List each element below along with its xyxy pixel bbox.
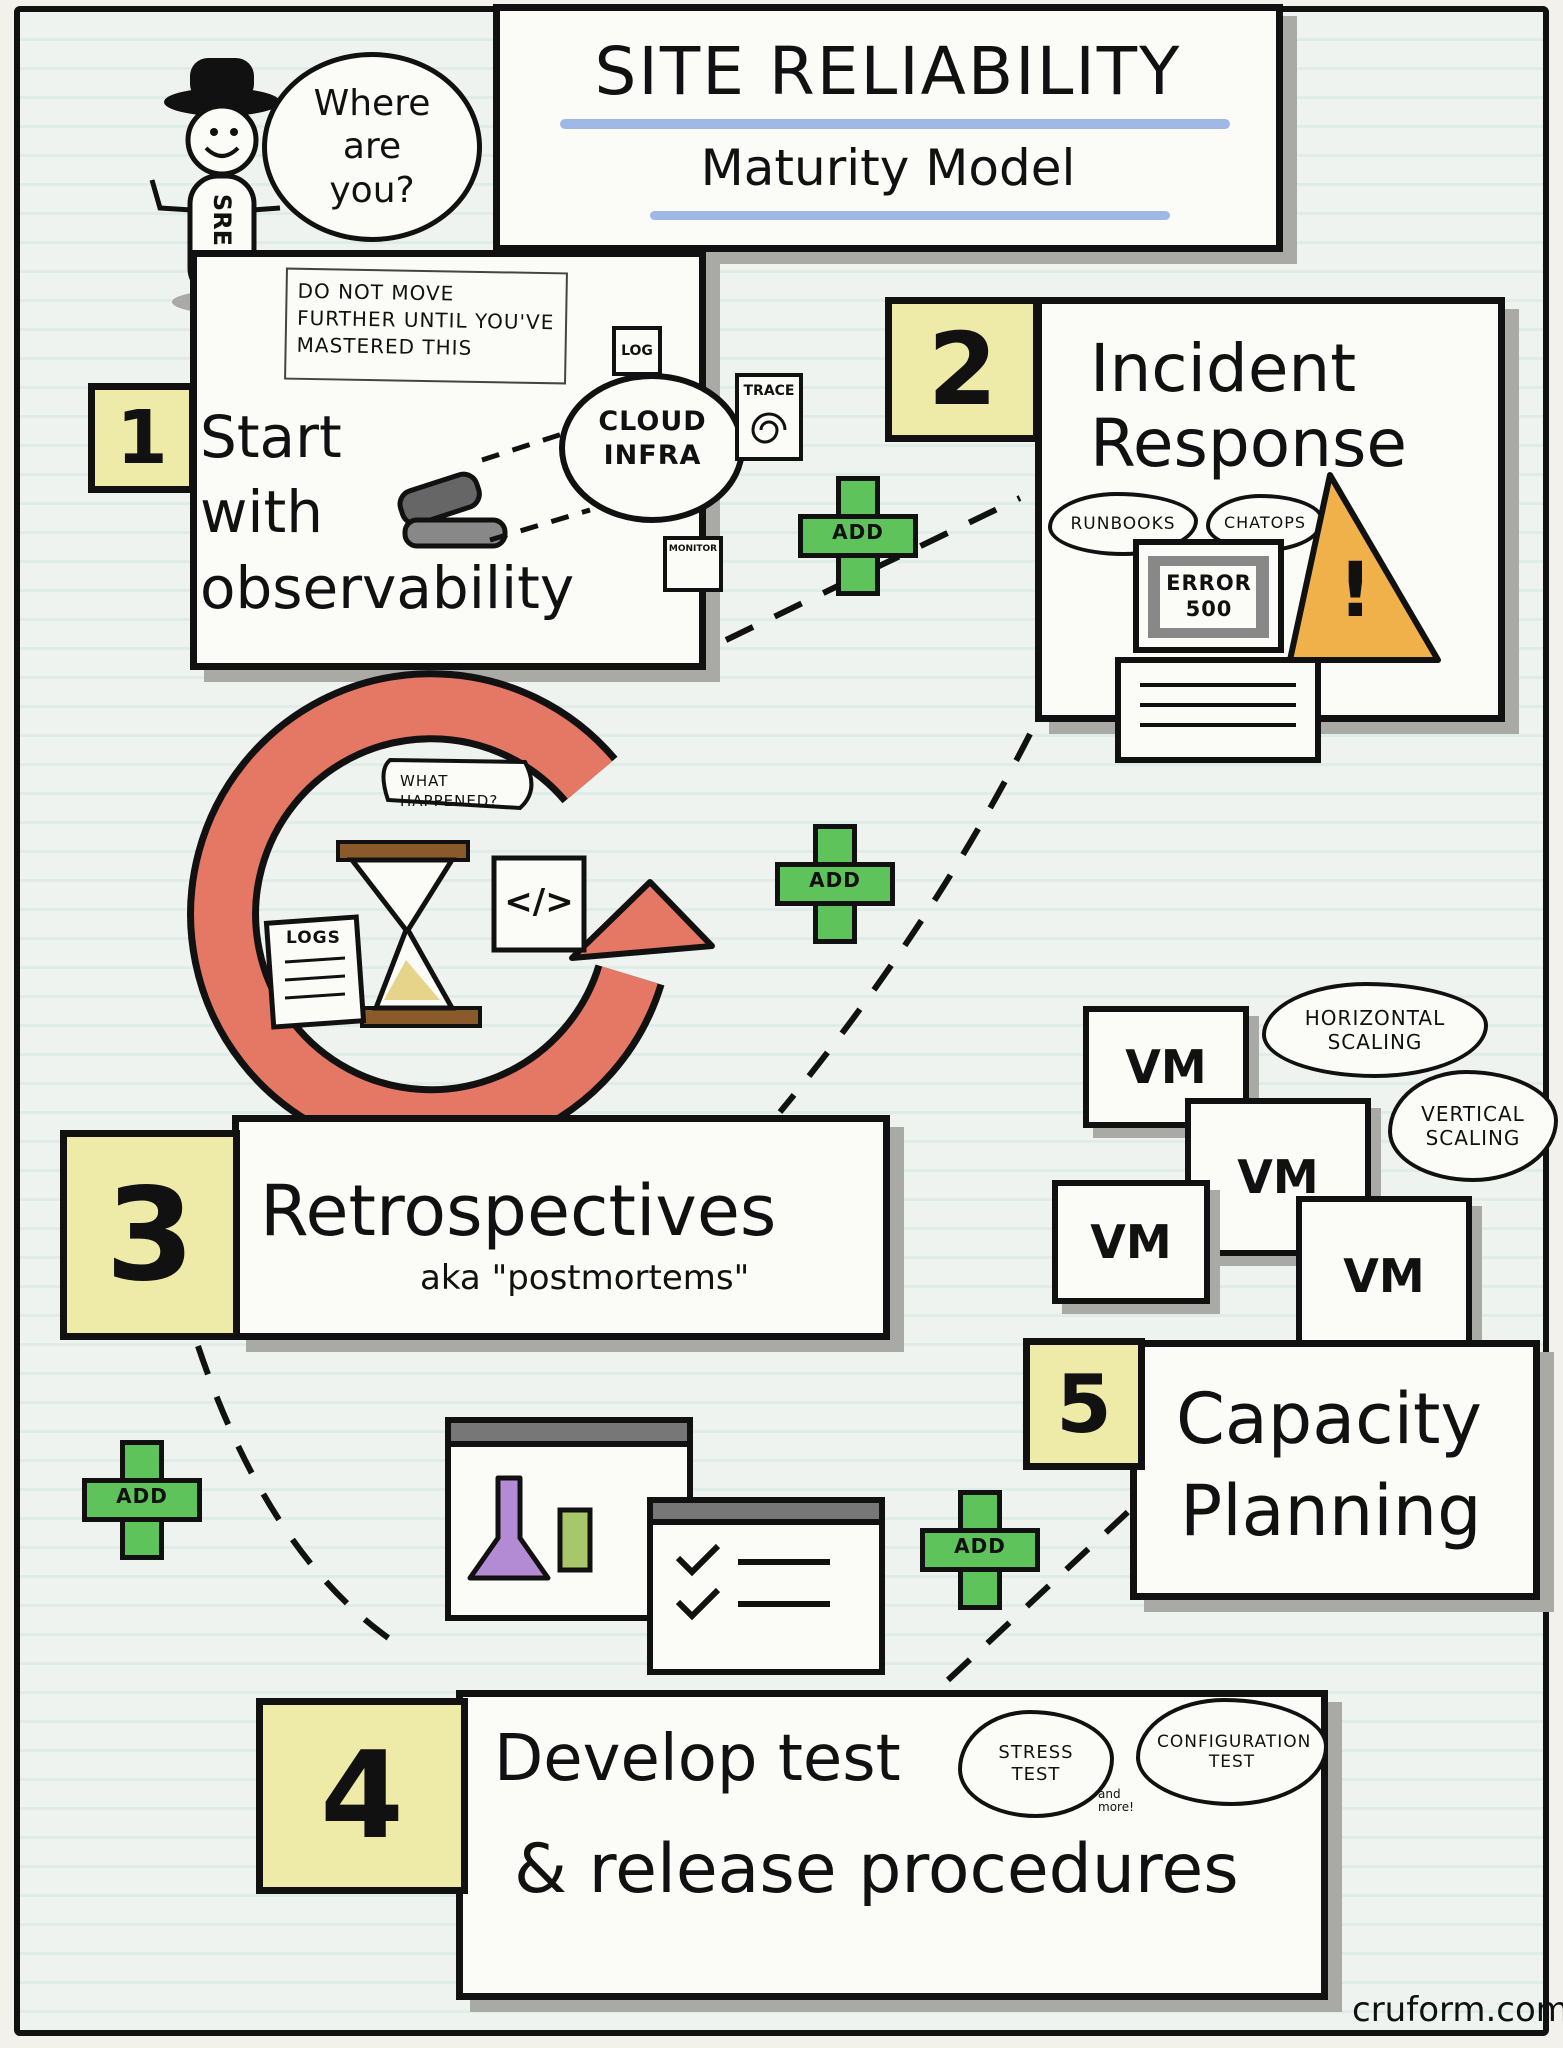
vertical-scaling-text: VERTICAL SCALING: [1421, 1102, 1525, 1150]
step3-number: 3: [60, 1130, 240, 1340]
configuration-test-tag: CONFIGURATION TEST: [1136, 1698, 1328, 1806]
chatops-tag-text: CHATOPS: [1223, 513, 1307, 533]
stress-test-text: STRESS TEST: [998, 1742, 1074, 1785]
mascot-label: SRE: [208, 194, 236, 246]
connector-3-to-4: [195, 1345, 402, 1649]
step5-number-text: 5: [1056, 1357, 1112, 1451]
check-icon: [675, 1543, 721, 1577]
logs-card-label: LOGS: [286, 928, 341, 948]
step2-number-text: 2: [927, 311, 998, 428]
step4-number-text: 4: [320, 1726, 404, 1866]
trace-card-label: TRACE: [743, 383, 795, 399]
log-card: LOG: [612, 326, 662, 376]
step3-title: Retrospectives: [260, 1170, 777, 1252]
step4-number: 4: [256, 1698, 468, 1894]
mascot-arm: [149, 179, 193, 213]
add-step-icon: ADD: [775, 824, 895, 944]
title-underline-1: [560, 119, 1230, 129]
vm-box: VM: [1052, 1180, 1210, 1304]
mascot-hat-top: [190, 58, 254, 102]
configuration-test-text: CONFIGURATION TEST: [1157, 1731, 1312, 1772]
mascot-smile: [204, 146, 240, 158]
checklist-window: [647, 1497, 885, 1675]
cycle-arrow-head: [569, 879, 715, 961]
step1-number-text: 1: [116, 395, 168, 481]
step4-title-line-1: Develop test: [494, 1722, 901, 1796]
step3-box: [232, 1115, 890, 1340]
mascot-speech-bubble: Where are you?: [262, 52, 482, 242]
step3-number-text: 3: [105, 1160, 195, 1310]
what-happened-bubble: [381, 757, 534, 811]
warning-exclamation: !: [1338, 545, 1373, 634]
credit-text: cruform.com: [1352, 1990, 1563, 2030]
trace-spiral-icon: [751, 412, 787, 444]
horizontal-scaling-text: HORIZONTAL SCALING: [1304, 1006, 1446, 1054]
mascot-speech: Where are you?: [313, 83, 431, 211]
mascot-eye: [210, 128, 218, 136]
horizontal-scaling-tag: HORIZONTAL SCALING: [1262, 982, 1488, 1078]
what-happened-text: WHAT HAPPENED?: [400, 772, 499, 810]
stress-test-tag: STRESS TEST: [958, 1710, 1114, 1818]
step5-title-line-2: Planning: [1180, 1470, 1482, 1552]
step2-title-line-1: Incident: [1090, 330, 1357, 407]
monitor-card-label: MONITOR: [668, 544, 718, 554]
step1-number: 1: [88, 383, 196, 493]
step5-title-line-1: Capacity: [1176, 1378, 1482, 1460]
step5-number: 5: [1023, 1338, 1145, 1470]
error-screen-text: ERROR 500: [1166, 571, 1252, 622]
warning-triangle-icon: [1287, 472, 1441, 663]
monitor-card: MONITOR: [663, 536, 723, 592]
title-underline-2: [650, 211, 1170, 220]
flask-icon: [467, 1475, 551, 1581]
hourglass-icon: [336, 840, 482, 1028]
add-step-icon: ADD: [798, 476, 918, 596]
laptop-base: [1115, 657, 1321, 763]
vertical-scaling-tag: VERTICAL SCALING: [1388, 1070, 1558, 1182]
cloud-infra-label: CLOUD INFRA: [598, 406, 707, 471]
code-card-label: </>: [504, 882, 574, 922]
logs-card-icon: [263, 914, 367, 1030]
title-line-1: SITE RELIABILITY: [594, 33, 1182, 110]
connector-4-to-5: [945, 1507, 1133, 1683]
add-step-icon: ADD: [920, 1490, 1040, 1610]
step5-box: [1130, 1340, 1540, 1600]
connector-2-to-3: [777, 732, 1033, 1114]
trace-card: TRACE: [735, 373, 803, 461]
add-step-icon: ADD: [82, 1440, 202, 1560]
runbooks-tag-text: RUNBOOKS: [1070, 513, 1176, 534]
telescope-icon: [397, 471, 508, 549]
step4-title-line-2: & release procedures: [514, 1830, 1239, 1909]
vm-box: VM: [1296, 1196, 1472, 1356]
code-card-icon: [491, 855, 587, 953]
title-box: SITE RELIABILITY Maturity Model: [493, 4, 1283, 252]
title-line-2: Maturity Model: [700, 139, 1076, 197]
step3-subtitle: aka "postmortems": [420, 1258, 750, 1298]
step2-title-line-2: Response: [1090, 405, 1407, 482]
step2-number: 2: [885, 297, 1040, 442]
and-more-note: and more!: [1098, 1787, 1134, 1815]
